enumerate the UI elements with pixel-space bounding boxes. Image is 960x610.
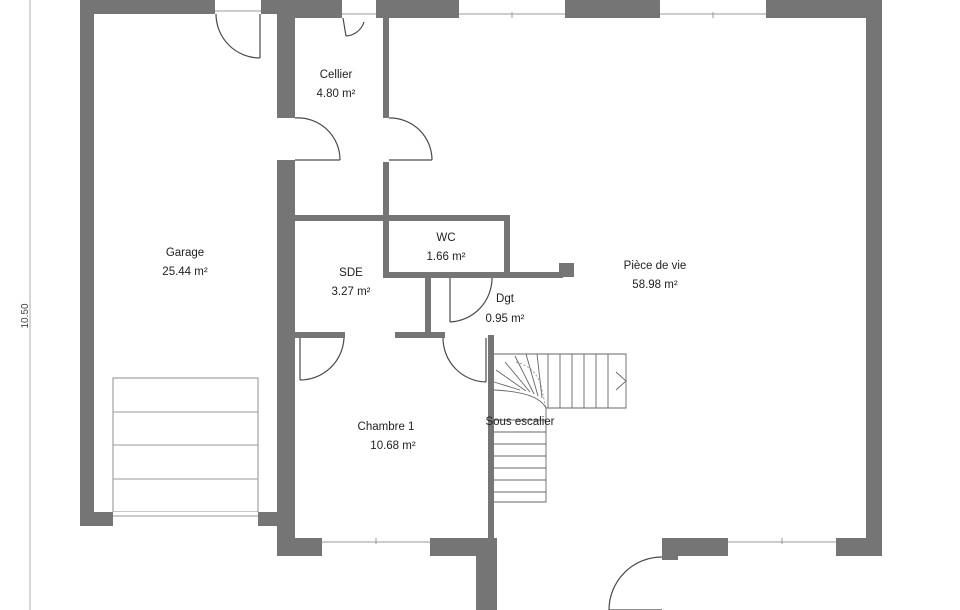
door-chambre xyxy=(442,337,487,383)
doors xyxy=(215,13,663,610)
room-name-piece-de-vie: Pièce de vie xyxy=(624,260,687,272)
dimension-line: 10.50 xyxy=(20,0,31,610)
room-name-chambre-1: Chambre 1 xyxy=(358,421,415,433)
window-living-bottom xyxy=(728,538,836,556)
room-area-cellier: 4.80 m² xyxy=(317,88,356,100)
window-living-top-left xyxy=(459,0,565,18)
room-name-garage: Garage xyxy=(166,247,204,259)
walls xyxy=(80,0,882,610)
room-name-cellier: Cellier xyxy=(320,69,353,81)
room-area-wc: 1.66 m² xyxy=(427,251,466,263)
door-entrance xyxy=(608,556,663,610)
room-area-garage: 25.44 m² xyxy=(162,266,208,278)
room-area-sde: 3.27 m² xyxy=(332,286,371,298)
garage-door xyxy=(112,377,259,526)
window-cellier-top xyxy=(342,0,376,18)
door-dgt xyxy=(449,277,493,323)
door-cellier-garage xyxy=(294,117,341,161)
room-name-sde: SDE xyxy=(339,267,363,279)
room-labels: Garage 25.44 m² Cellier 4.80 m² WC 1.66 … xyxy=(162,69,686,452)
window-garage-top xyxy=(215,0,261,14)
door-cellier-living xyxy=(388,117,433,161)
window-living-top-right xyxy=(660,0,766,18)
window-chambre-bottom xyxy=(322,538,430,556)
staircase xyxy=(493,353,627,503)
room-name-dgt: Dgt xyxy=(496,293,515,305)
room-name-sous-escalier: Sous escalier xyxy=(485,416,554,428)
room-area-chambre-1: 10.68 m² xyxy=(370,440,416,452)
room-area-piece-de-vie: 58.98 m² xyxy=(632,279,678,291)
door-sde xyxy=(299,337,345,381)
room-area-dgt: 0.95 m² xyxy=(486,313,525,325)
door-garage-top xyxy=(215,13,261,59)
door-cellier-top xyxy=(342,17,365,37)
room-name-wc: WC xyxy=(436,232,455,244)
windows xyxy=(215,0,836,556)
dimension-label: 10.50 xyxy=(20,303,31,328)
